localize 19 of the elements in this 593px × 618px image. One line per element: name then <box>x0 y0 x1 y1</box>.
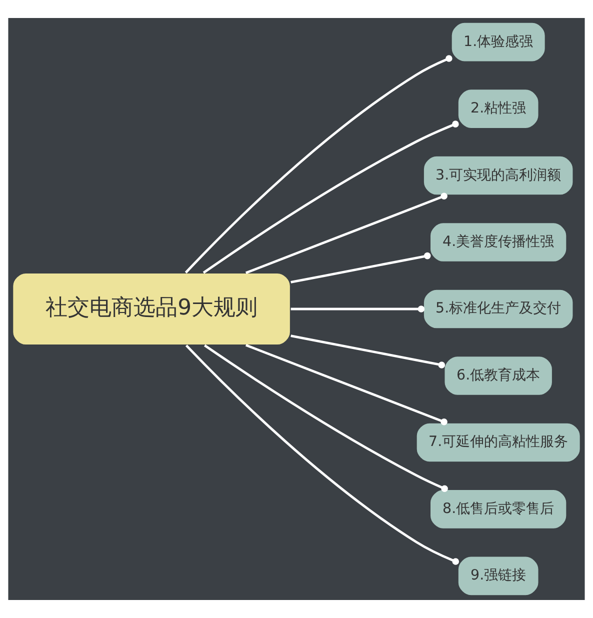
node-box: 2.粘性强 <box>457 88 540 130</box>
node-box: 5.标准化生产及交付 <box>422 288 574 330</box>
connector <box>202 120 459 274</box>
node-box: 1.体验感强 <box>450 22 546 62</box>
connector <box>184 55 452 274</box>
node-box: 社交电商选品9大规则 <box>12 272 292 346</box>
node-box: 6.低教育成本 <box>444 356 554 396</box>
connector <box>185 344 460 565</box>
connector <box>204 344 448 492</box>
connector <box>245 192 448 274</box>
connector <box>290 306 425 312</box>
node-box: 7.可延伸的高粘性服务 <box>416 422 581 463</box>
connector <box>290 334 446 368</box>
node-box: 8.低售后或零售后 <box>429 488 568 530</box>
connector <box>245 344 448 426</box>
connector <box>290 252 431 284</box>
node-box: 9.强链接 <box>457 556 540 596</box>
node-box: 3.可实现的高利润额 <box>422 155 574 196</box>
node-box: 4.美誉度传播性强 <box>429 222 568 262</box>
